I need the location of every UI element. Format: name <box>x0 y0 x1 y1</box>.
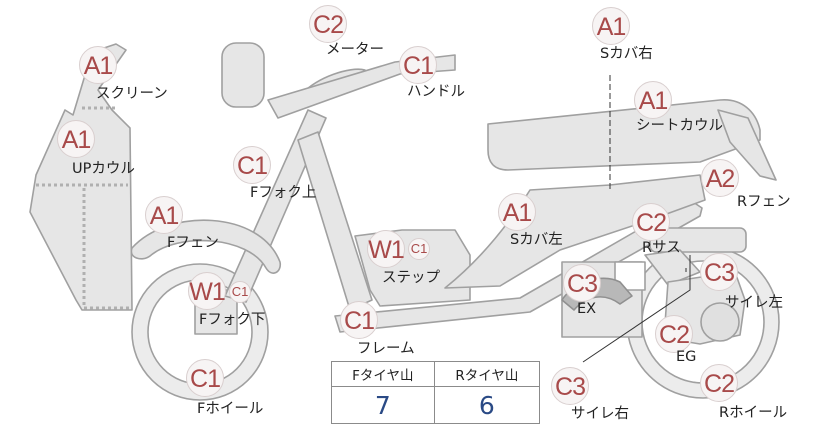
f-fork-upper-label: Fフォク上 <box>250 185 317 201</box>
muffler-right-grade-badge: C3 <box>551 367 589 405</box>
engine-grade-badge: C2 <box>655 315 693 353</box>
step-label: ステップ <box>382 270 440 286</box>
rear-cowl-tail <box>717 109 777 181</box>
f-fork-lower-extra-grade-badge: C1 <box>229 281 251 303</box>
rear-hub <box>700 302 740 342</box>
s-cover-left-label: Sカバ左 <box>510 232 563 248</box>
f-fork-lower-grade-badge: W1 <box>188 272 226 310</box>
front-tire-tread-value: 7 <box>331 386 435 424</box>
exhaust-grade-badge: C3 <box>563 264 601 302</box>
front-tire-tread-header: Fタイヤ山 <box>331 361 435 387</box>
seat-cowl-label: シートカウル <box>636 118 723 134</box>
seat-cowl-grade-badge: A1 <box>634 81 672 119</box>
step-extra-grade-badge: C1 <box>408 238 430 260</box>
frame-down-tube <box>297 131 373 311</box>
r-wheel-label: Rホイール <box>719 405 788 421</box>
s-cover-right-label: Sカバ右 <box>600 46 653 62</box>
handle-label: ハンドル <box>407 84 465 100</box>
meter-label: メーター <box>326 42 384 58</box>
muffler-right-leader <box>582 255 691 363</box>
f-fender-label: Fフェン <box>167 235 219 251</box>
muffler-right-label: サイレ右 <box>571 406 629 422</box>
r-suspension-label: Rサス <box>642 240 681 256</box>
rear-tire-tread-header: Rタイヤ山 <box>433 361 541 387</box>
s-cover-left-grade-badge: A1 <box>498 193 536 231</box>
r-suspension-grade-badge: C2 <box>632 203 670 241</box>
f-fender-grade-badge: A1 <box>145 196 183 234</box>
engine-intake <box>614 261 646 291</box>
f-fork-lower-label: Fフォク下 <box>199 312 266 328</box>
frame-grade-badge: C1 <box>340 301 378 339</box>
front-cowl-shape <box>29 43 133 311</box>
up-cowl-grade-badge: A1 <box>57 120 95 158</box>
s-cover-right-grade-badge: A1 <box>592 7 630 45</box>
tire-tread-table: Fタイヤ山 Rタイヤ山 7 6 <box>331 361 541 424</box>
step-grade-badge: W1 <box>367 230 405 268</box>
r-fender-label: Rフェン <box>737 194 791 210</box>
handle-grade-badge: C1 <box>399 46 437 84</box>
screen-label: スクリーン <box>96 86 168 102</box>
f-wheel-label: Fホイール <box>197 401 264 417</box>
muffler-left-label: サイレ左 <box>725 295 783 311</box>
rear-tire-tread-value: 6 <box>433 386 541 424</box>
exhaust-label: EX <box>577 301 597 317</box>
screen-grade-badge: A1 <box>79 46 117 84</box>
frame-label: フレーム <box>357 341 415 357</box>
f-fork-upper-grade-badge: C1 <box>233 146 271 184</box>
r-fender-grade-badge: A2 <box>701 159 739 197</box>
seat-shape <box>487 99 761 171</box>
up-cowl-label: UPカウル <box>72 161 135 177</box>
r-wheel-grade-badge: C2 <box>700 364 738 402</box>
f-wheel-grade-badge: C1 <box>186 359 224 397</box>
muffler-left-grade-badge: C3 <box>700 253 738 291</box>
meter-grade-badge: C2 <box>309 5 347 43</box>
engine-label: EG <box>676 349 697 365</box>
headlight-shape <box>221 42 265 108</box>
